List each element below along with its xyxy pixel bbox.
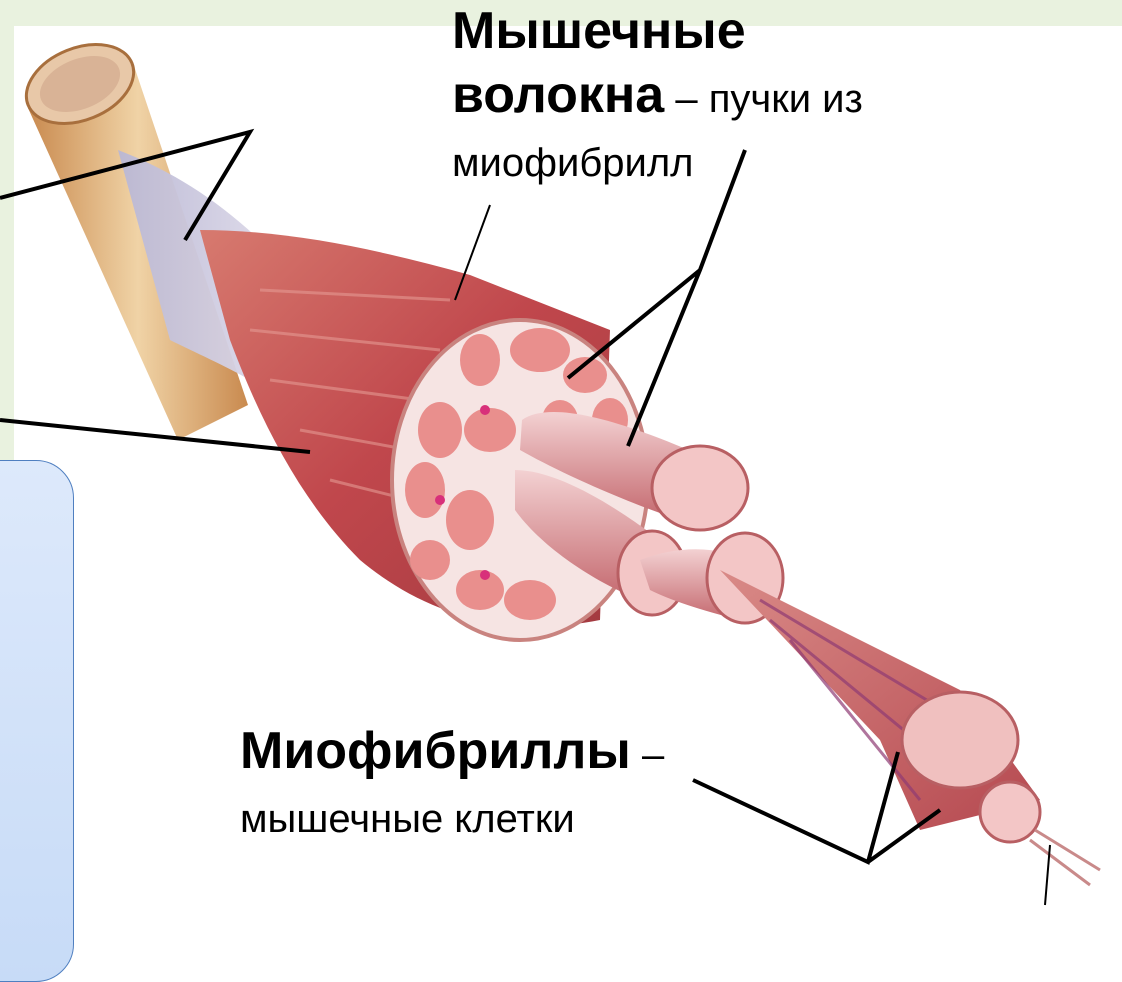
label-myofibrils-term: Миофибриллы — [240, 722, 631, 780]
label-myofibrils: Миофибриллы – мышечные клетки — [240, 720, 800, 850]
label-muscle-fibers-desc-line1: пучки из — [709, 77, 863, 121]
label-muscle-fibers-dash: – — [664, 77, 708, 121]
label-myofibrils-dash: – — [631, 733, 664, 777]
label-myofibrils-desc: мышечные клетки — [240, 797, 575, 841]
label-muscle-fibers-term-line1: Мышечные — [452, 2, 746, 60]
label-muscle-fibers-term-line2: волокна — [452, 66, 664, 124]
label-muscle-fibers-desc-line2: миофибрилл — [452, 141, 694, 185]
label-muscle-fibers: Мышечные волокна – пучки из миофибрилл — [452, 0, 1012, 194]
